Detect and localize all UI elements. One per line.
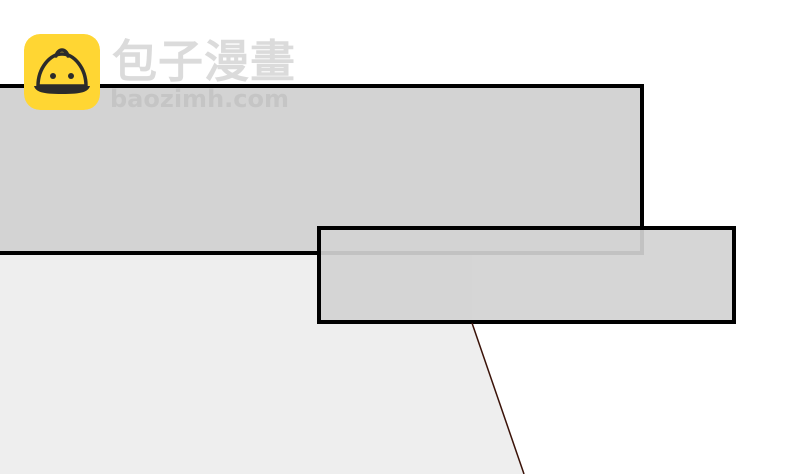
small-box bbox=[317, 226, 736, 324]
large-box bbox=[0, 84, 644, 255]
diagonal-line bbox=[471, 322, 525, 474]
